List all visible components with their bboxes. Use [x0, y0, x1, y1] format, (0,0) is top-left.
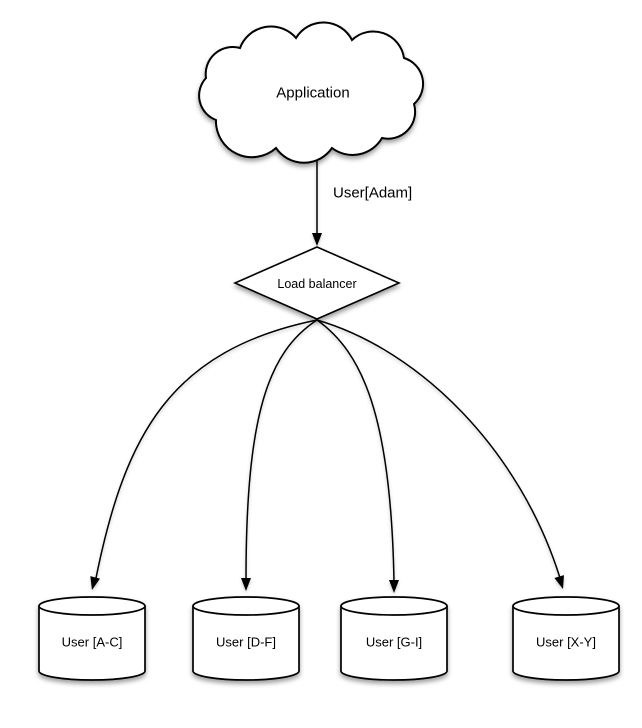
application-node-label: Application: [276, 84, 350, 102]
edge-application-to-load-balancer: [312, 160, 322, 246]
shard3-node-label: User [G-I]: [365, 634, 423, 650]
edge-load-balancer-to-shard1: [90, 319, 318, 590]
arrowhead-icon: [554, 575, 564, 589]
load-balancer-diamond-shape: [233, 246, 401, 320]
edge-load-balancer-to-shard3: [316, 319, 399, 593]
database-cylinder-shard2: [192, 596, 300, 681]
database-cylinder-shard4: [512, 596, 620, 681]
shard2-node-label: User [D-F]: [216, 634, 276, 650]
arrowhead-icon: [90, 576, 100, 590]
database-cylinder-shard1: [38, 596, 146, 681]
edge-load-balancer-to-shard2: [241, 319, 318, 591]
cylinder-top-ellipse: [192, 596, 300, 616]
edge-load-balancer-to-shard4: [316, 319, 564, 589]
cylinder-top-ellipse: [38, 596, 146, 616]
cylinder-top-ellipse: [512, 596, 620, 616]
cylinder-top-ellipse: [340, 596, 448, 616]
arrowhead-icon: [389, 580, 399, 593]
arrowhead-icon: [312, 233, 322, 246]
arrowhead-icon: [241, 578, 251, 591]
cloud-shape: [198, 21, 425, 164]
edge-label-user-adam: User[Adam]: [333, 184, 413, 202]
shard1-node-label: User [A-C]: [61, 634, 123, 650]
load-balancer-node-label: Load balancer: [277, 277, 357, 291]
shard4-node-label: User [X-Y]: [536, 634, 596, 650]
database-cylinder-shard3: [340, 596, 448, 681]
